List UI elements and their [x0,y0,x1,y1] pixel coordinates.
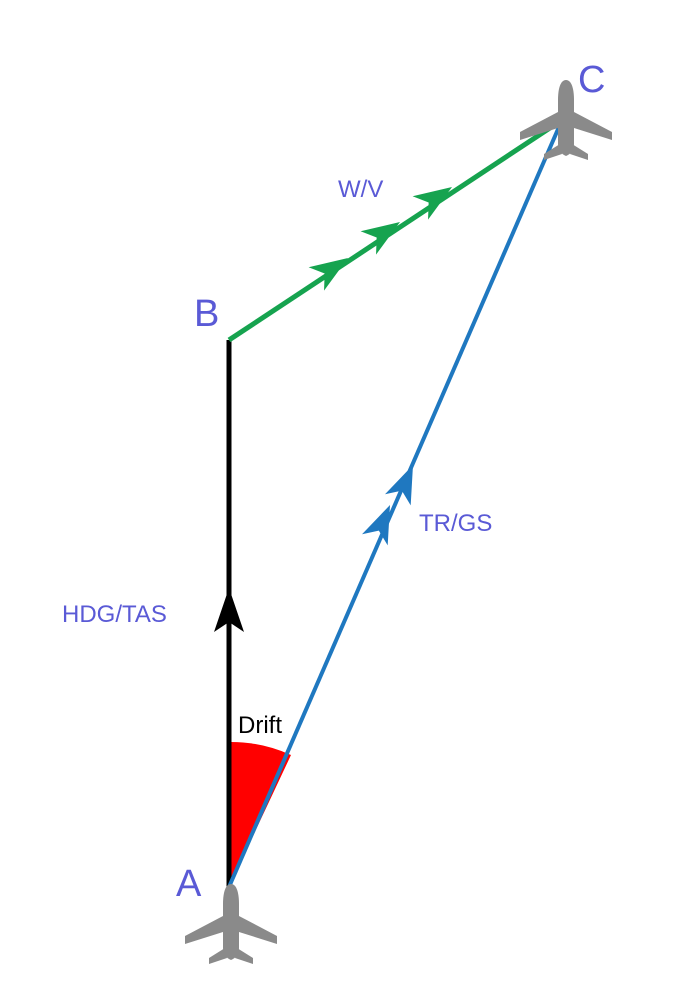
track-vector-arrow-1 [362,505,390,546]
wind-vector-arrow-2 [360,222,400,255]
drift-angle-label: Drift [238,712,282,739]
heading-vector-arrow [214,588,244,632]
track-vector-arrow-2 [385,465,413,506]
wind-vector-label: W/V [338,176,383,203]
point-b-label: B [194,293,219,335]
heading-vector-label: HDG/TAS [62,601,167,628]
wind-vector-arrow-3 [412,187,452,220]
track-vector-line [227,119,564,888]
wind-vector-arrow-1 [308,258,348,291]
point-c-label: C [578,59,605,101]
point-a-label: A [176,863,202,905]
wind-vector-line [227,117,564,343]
track-vector-label: TR/GS [419,510,492,537]
